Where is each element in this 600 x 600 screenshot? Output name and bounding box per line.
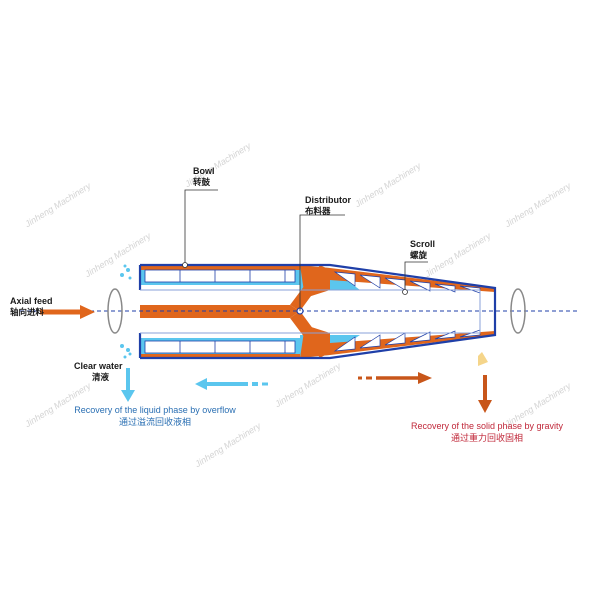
clear-water-splash-icon	[120, 264, 132, 359]
solid-flow-direction-arrow	[358, 372, 432, 384]
distributor-label-en: Distributor	[305, 195, 351, 205]
axial-feed-arrow	[40, 305, 95, 319]
scroll-flights-cylinder	[144, 269, 296, 354]
bowl-outline	[138, 263, 497, 360]
bowl-label-en: Bowl	[193, 166, 215, 176]
solid-recovery-caption: Recovery of the solid phase by gravity 通…	[392, 420, 582, 444]
distributor-label: Distributor 布料器	[305, 195, 351, 217]
bowl-label-zh: 转鼓	[193, 177, 211, 187]
axial-feed-label: Axial feed 轴向进料	[10, 296, 53, 318]
clear-water-label-zh: 清液	[92, 372, 110, 382]
liquid-outflow-arrow	[121, 368, 135, 402]
scroll-label-en: Scroll	[410, 239, 436, 249]
bowl-label: Bowl 转鼓	[193, 166, 215, 188]
scroll-label-zh: 螺旋	[410, 250, 428, 260]
clear-water-label-en: Clear water	[74, 361, 123, 371]
liquid-recovery-caption-en: Recovery of the liquid phase by overflow	[74, 405, 236, 415]
rotation-arrow-icon	[107, 288, 526, 334]
solid-phase-layer	[140, 265, 495, 358]
liquid-flow-direction-arrow	[195, 378, 268, 390]
liquid-recovery-caption-zh: 通过溢流回收液相	[118, 417, 191, 427]
scroll-marker	[402, 289, 408, 295]
scroll-label: Scroll 螺旋	[410, 239, 435, 261]
axial-feed-label-en: Axial feed	[10, 296, 53, 306]
solid-recovery-caption-en: Recovery of the solid phase by gravity	[410, 421, 564, 431]
solid-discharge-arrow	[478, 352, 492, 413]
axial-feed-label-zh: 轴向进料	[10, 307, 45, 317]
leader-lines	[184, 189, 428, 311]
liquid-recovery-caption: Recovery of the liquid phase by overflow…	[55, 404, 255, 428]
solid-recovery-caption-zh: 通过重力回收固相	[450, 433, 523, 443]
clear-water-label: Clear water 清液	[74, 361, 123, 383]
distributor-label-zh: 布料器	[305, 206, 331, 216]
bowl-marker	[182, 262, 188, 268]
